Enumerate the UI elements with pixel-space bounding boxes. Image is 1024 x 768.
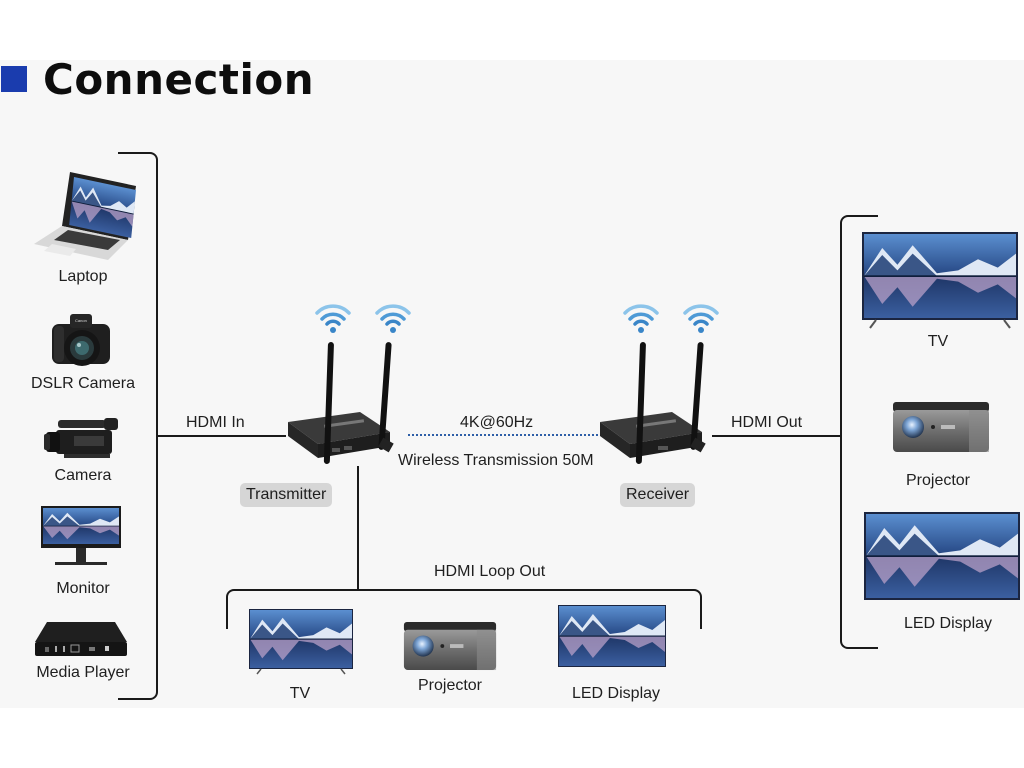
output-label-led-display: LED Display <box>903 615 993 632</box>
sources-bracket <box>118 152 158 700</box>
dslr-camera-icon: Canon <box>52 314 110 366</box>
source-label-monitor: Monitor <box>56 580 110 597</box>
hdmi-in-line <box>158 435 286 437</box>
loop-output-label-projector: Projector <box>417 677 483 694</box>
projector-icon <box>403 622 497 671</box>
led-display-icon <box>864 512 1020 600</box>
receiver-label: Receiver <box>620 483 696 507</box>
page-title: Connection <box>43 54 315 104</box>
tv-icon <box>249 609 353 675</box>
hdmi-out-line <box>712 435 842 437</box>
section-header: Connection <box>0 54 315 104</box>
hdmi-loop-out-line <box>357 466 359 590</box>
hdmi-loop-out-label: HDMI Loop Out <box>434 563 546 580</box>
wireless-resolution-label: 4K@60Hz <box>460 414 534 431</box>
svg-text:Canon: Canon <box>75 318 87 323</box>
output-label-tv: TV <box>927 333 949 350</box>
source-label-media-player: Media Player <box>36 664 130 681</box>
loop-out-bracket <box>226 589 702 629</box>
wifi-signal-icon <box>315 304 351 333</box>
wifi-signal-icon <box>683 304 719 333</box>
title-bullet-square <box>1 66 27 92</box>
tv-icon <box>862 232 1018 329</box>
hdmi-in-label: HDMI In <box>186 414 245 431</box>
wireless-link-dotted-line <box>408 434 598 436</box>
outputs-bracket <box>840 215 878 649</box>
wifi-signal-icon <box>623 304 659 333</box>
wifi-signal-icon <box>375 304 411 333</box>
loop-output-label-led-display: LED Display <box>571 685 661 702</box>
receiver-device-icon <box>600 342 706 464</box>
laptop-icon <box>34 172 136 260</box>
source-label-camera: Camera <box>54 467 112 484</box>
camcorder-icon <box>44 418 118 458</box>
projector-icon <box>893 402 989 452</box>
output-label-projector: Projector <box>905 472 971 489</box>
source-label-dslr-camera: DSLR Camera <box>30 375 136 392</box>
source-label-laptop: Laptop <box>58 268 108 285</box>
led-display-icon <box>558 605 666 667</box>
diagram-canvas <box>0 60 1024 708</box>
wireless-range-label: Wireless Transmission 50M <box>398 452 594 469</box>
monitor-icon <box>41 506 121 565</box>
media-player-icon <box>35 622 127 656</box>
transmitter-device-icon <box>288 342 394 464</box>
loop-output-label-tv: TV <box>289 685 311 702</box>
hdmi-out-label: HDMI Out <box>731 414 803 431</box>
transmitter-label: Transmitter <box>240 483 333 507</box>
